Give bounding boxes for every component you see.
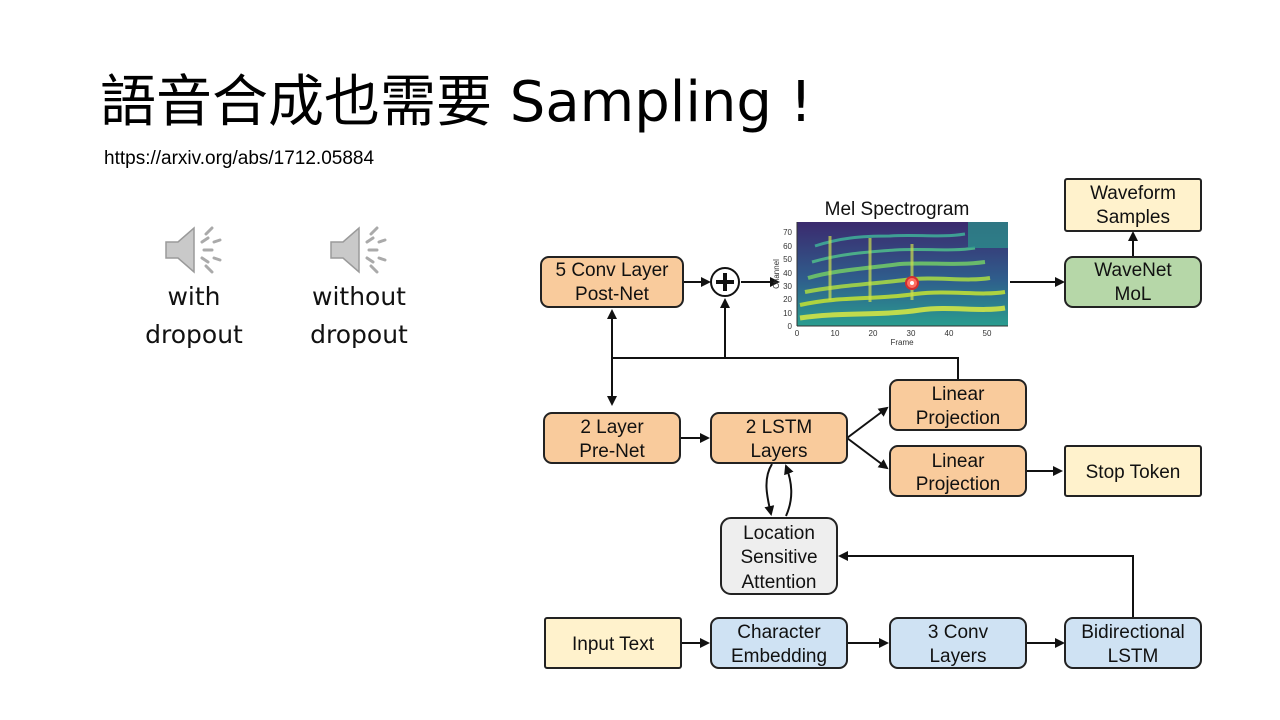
spectrogram-xtick: 30: [907, 329, 916, 338]
spectrogram-xtick: 10: [831, 329, 840, 338]
node-wavenet: WaveNet MoL: [1064, 256, 1202, 308]
paper-link[interactable]: https://arxiv.org/abs/1712.05884: [104, 148, 375, 169]
node-attention-line2: Sensitive: [740, 547, 817, 568]
node-postnet: 5 Conv Layer Post-Net: [540, 256, 684, 308]
arrow-bilstm-to-attention: [838, 551, 1134, 617]
node-bilstm-line2: LSTM: [1108, 646, 1159, 667]
node-postnet-line1: 5 Conv Layer: [555, 260, 669, 281]
spectrogram-ytick: 0: [788, 322, 793, 331]
node-attention: Location Sensitive Attention: [720, 517, 838, 595]
spectrogram-ytick: 20: [783, 295, 792, 304]
node-lstm-line1: 2 LSTM: [746, 417, 813, 438]
audio-label-line1: without: [312, 282, 406, 311]
spectrogram-xtick: 50: [983, 329, 992, 338]
spectrogram-title: Mel Spectrogram: [825, 199, 970, 220]
node-prenet: 2 Layer Pre-Net: [543, 412, 681, 464]
spectrogram-bands: [799, 222, 1008, 321]
arrow-lstm-to-attention: [764, 463, 775, 516]
arrow-attention-to-lstm: [784, 464, 794, 517]
node-prenet-line2: Pre-Net: [579, 441, 645, 462]
node-stop-line1: Stop Token: [1086, 462, 1181, 483]
node-lstm-line2: Layers: [750, 441, 807, 462]
spectrogram-xtick: 40: [945, 329, 954, 338]
node-conv3-line1: 3 Conv: [928, 622, 989, 643]
node-linear1-line1: Linear: [932, 384, 985, 405]
spectrogram-ytick: 30: [783, 282, 792, 291]
node-wavenet-line1: WaveNet: [1094, 260, 1172, 281]
audio-clip-with-dropout[interactable]: with dropout: [124, 222, 264, 354]
spectrogram-xlabel: Frame: [890, 338, 914, 347]
node-input-text: Input Text: [544, 617, 682, 669]
node-input-line1: Input Text: [572, 634, 655, 655]
node-charemb-line1: Character: [737, 622, 821, 643]
node-attention-line1: Location: [743, 523, 815, 544]
node-stop-token: Stop Token: [1064, 445, 1202, 497]
node-attention-line3: Attention: [742, 572, 817, 593]
mel-spectrogram: Mel Spectrogram 0 10: [772, 199, 1008, 347]
node-linear2-line2: Projection: [916, 474, 1001, 495]
spectrogram-ylabel: Channel: [772, 259, 781, 289]
audio-label-line2: dropout: [310, 320, 408, 349]
node-charemb-line2: Embedding: [731, 646, 827, 667]
sum-node-icon: [710, 267, 740, 297]
node-linear1-line2: Projection: [916, 408, 1001, 429]
node-postnet-line2: Post-Net: [575, 284, 650, 305]
node-waveform-samples: Waveform Samples: [1064, 178, 1202, 232]
spectrogram-ytick: 40: [783, 269, 792, 278]
speaker-icon[interactable]: [162, 222, 226, 278]
node-lstm: 2 LSTM Layers: [710, 412, 848, 464]
audio-label-line2: dropout: [145, 320, 243, 349]
node-linear-projection-1: Linear Projection: [889, 379, 1027, 431]
node-waveform-line2: Samples: [1096, 207, 1170, 228]
spectrogram-xtick: 20: [869, 329, 878, 338]
slide-title: 語音合成也需要 Sampling !: [100, 70, 813, 135]
audio-clip-without-dropout[interactable]: without dropout: [289, 222, 429, 354]
arrow-lstm-to-linear1: [846, 406, 889, 439]
spectrogram-ytick: 50: [783, 255, 792, 264]
node-3-conv-layers: 3 Conv Layers: [889, 617, 1027, 669]
spectrogram-ytick: 70: [783, 228, 792, 237]
node-bidirectional-lstm: Bidirectional LSTM: [1064, 617, 1202, 669]
node-character-embedding: Character Embedding: [710, 617, 848, 669]
connector-linear-feedback: [612, 357, 959, 380]
spectrogram-ytick: 60: [783, 242, 792, 251]
speaker-icon[interactable]: [327, 222, 391, 278]
node-waveform-line1: Waveform: [1090, 183, 1176, 204]
node-linear-projection-2: Linear Projection: [889, 445, 1027, 497]
spectrogram-ytick: 10: [783, 309, 792, 318]
spectrogram-highlight-icon: [905, 276, 919, 290]
audio-label-line1: with: [167, 282, 221, 311]
node-bilstm-line1: Bidirectional: [1081, 622, 1185, 643]
spectrogram-xtick: 0: [795, 329, 800, 338]
node-prenet-line1: 2 Layer: [580, 417, 644, 438]
node-conv3-line2: Layers: [929, 646, 986, 667]
node-wavenet-line2: MoL: [1115, 284, 1152, 305]
arrow-lstm-to-linear2: [846, 437, 889, 470]
node-linear2-line1: Linear: [932, 451, 985, 472]
